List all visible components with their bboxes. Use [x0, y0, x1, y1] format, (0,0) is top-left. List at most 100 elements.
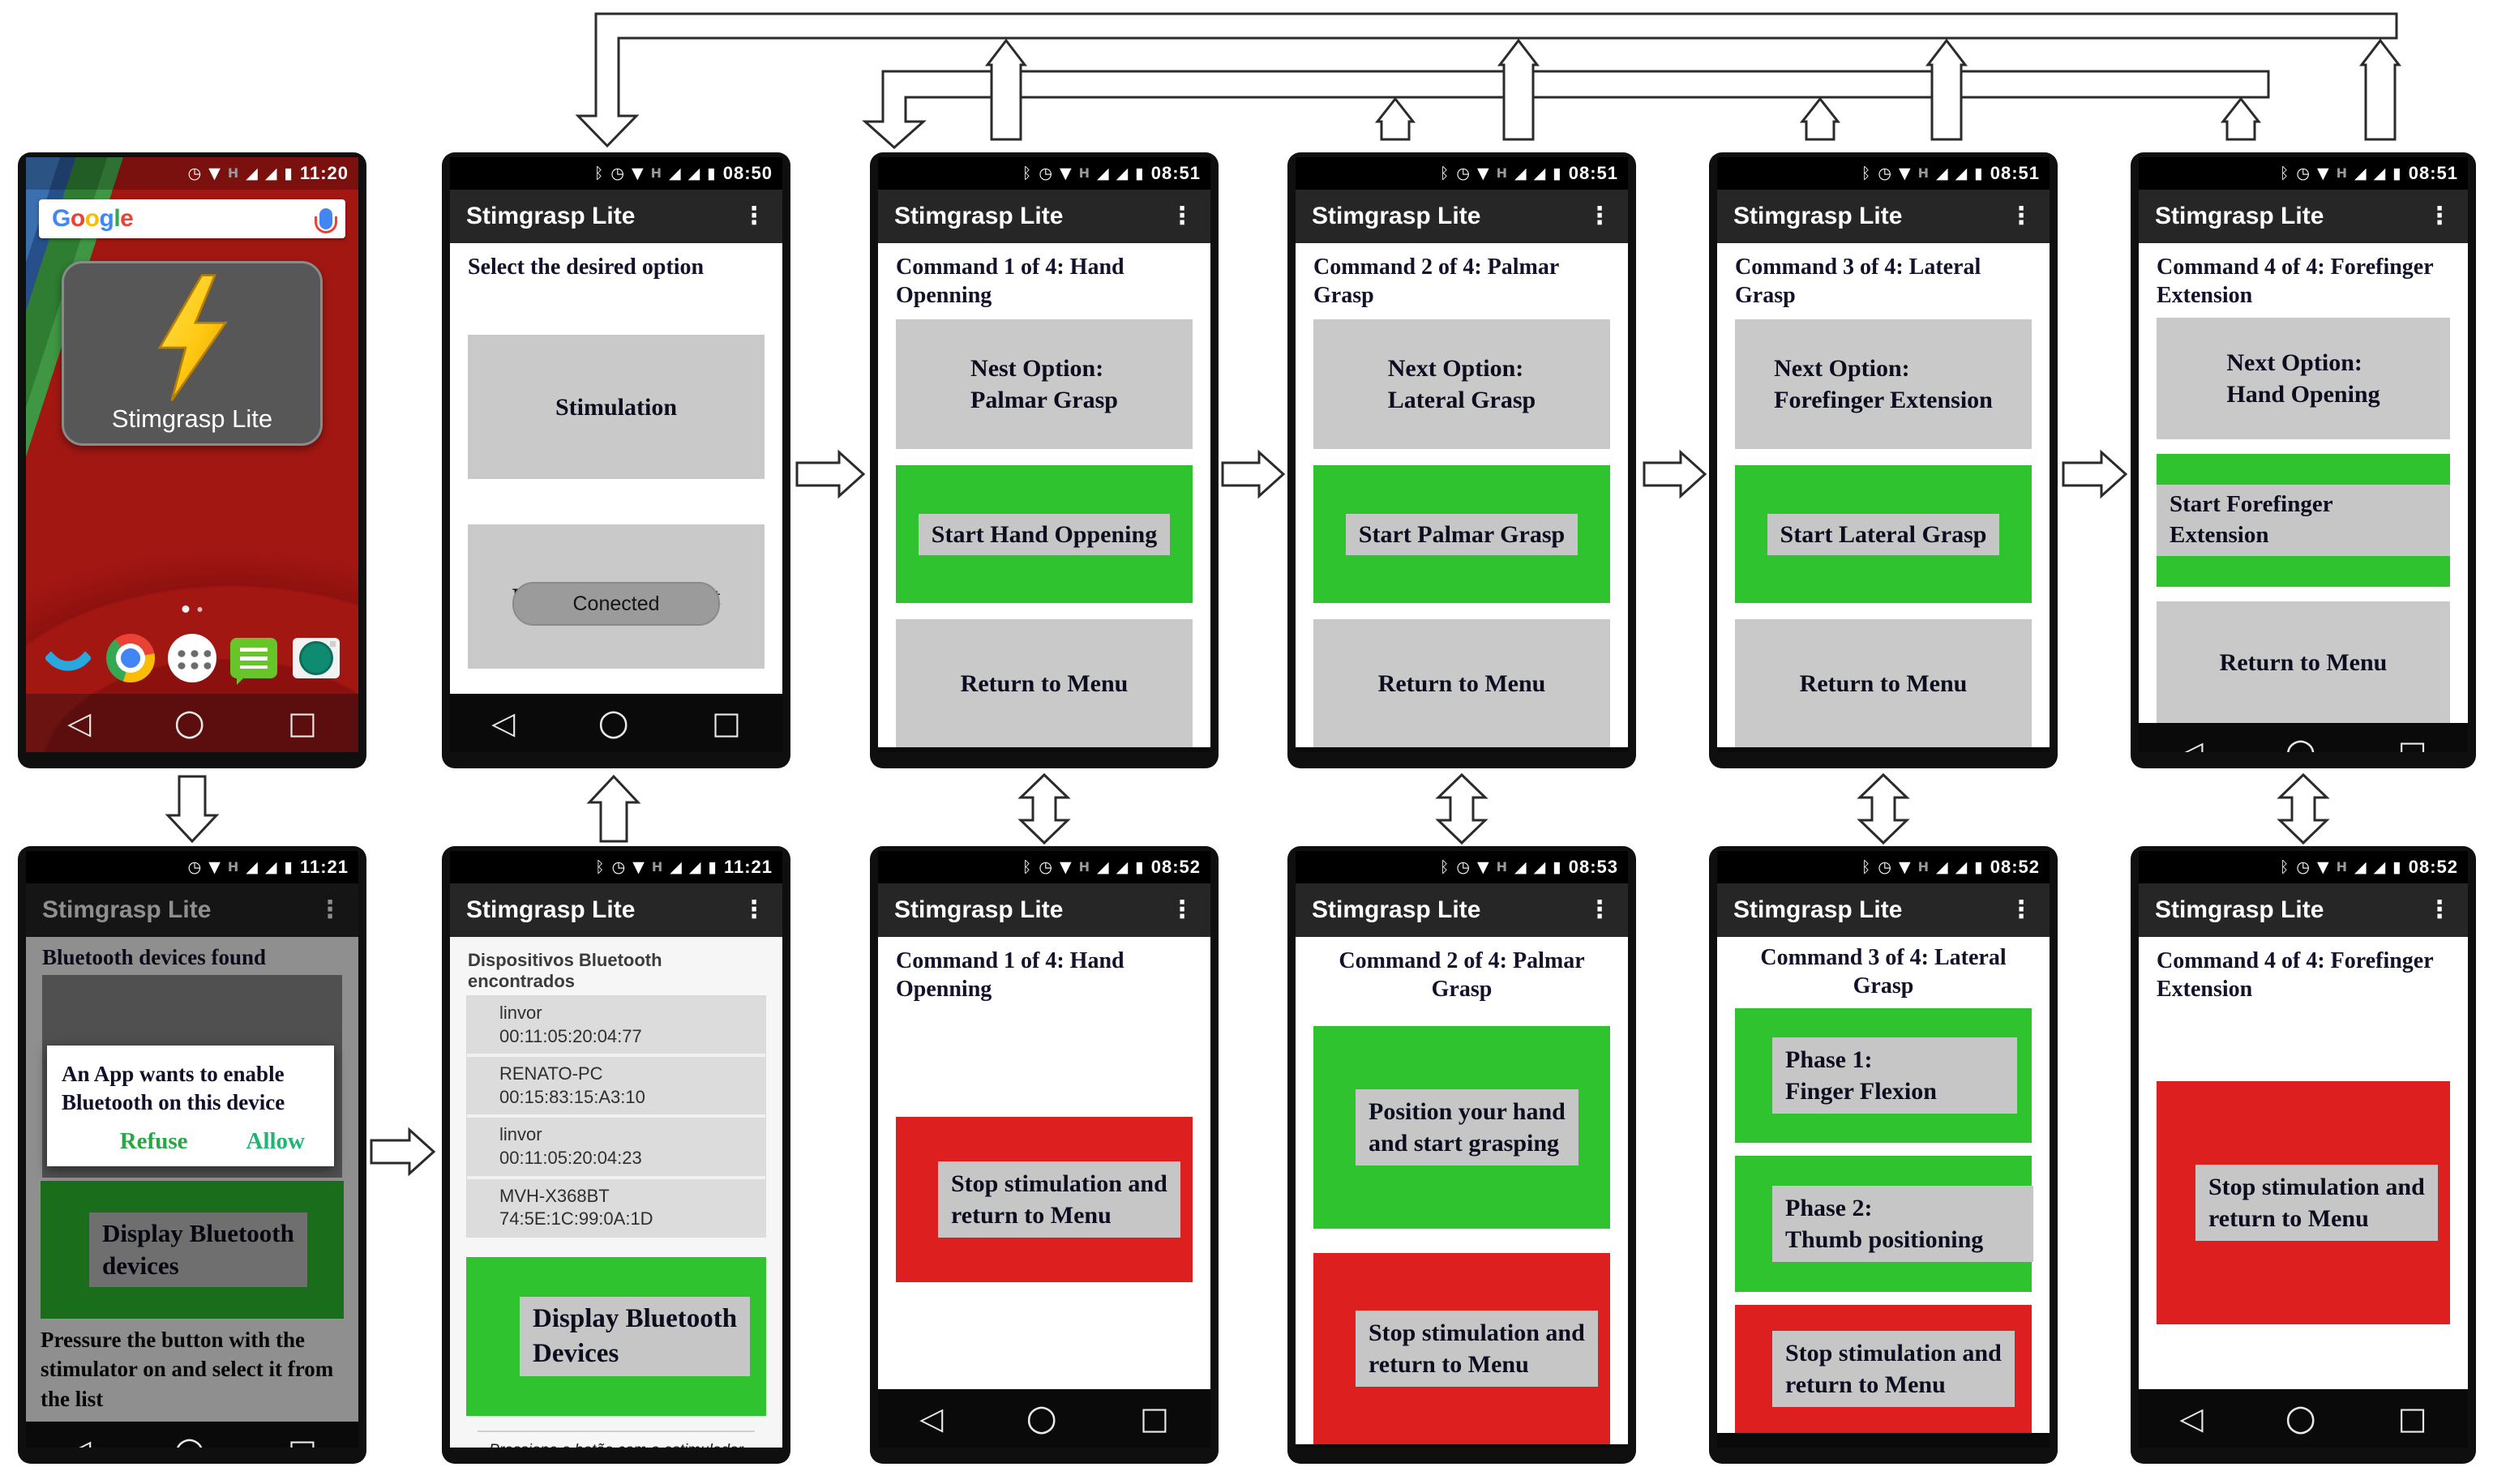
clock: 08:51 — [1990, 163, 2040, 183]
home-button[interactable]: ○ — [598, 702, 629, 743]
back-button[interactable]: ◁ — [67, 1435, 91, 1448]
app-title: Stimgrasp Lite — [2155, 896, 2324, 923]
camera-app-icon[interactable] — [290, 632, 342, 684]
device-list-item[interactable]: MVH-X368BT 74:5E:1C:99:0A:1D — [467, 1178, 765, 1237]
home-button[interactable]: ○ — [173, 702, 205, 743]
back-button[interactable]: ◁ — [1758, 1447, 1782, 1448]
home-button[interactable]: ○ — [173, 1433, 204, 1448]
start-button[interactable]: Start Hand Oppening — [896, 465, 1193, 603]
phone-app-icon[interactable] — [42, 632, 94, 684]
next-option-button[interactable]: Next Option:Hand Opening — [2157, 318, 2450, 439]
alarm-icon: ◷ — [1039, 164, 1052, 182]
app-title: Stimgrasp Lite — [894, 896, 1064, 923]
command-heading: Command 3 of 4: Lateral Grasp — [1760, 945, 2007, 999]
next-option-button[interactable]: Next Option:Forefinger Extension — [1735, 319, 2032, 449]
overflow-menu-icon[interactable]: ⋮ — [1587, 896, 1612, 923]
refuse-button[interactable]: Refuse — [119, 1128, 188, 1155]
device-list-item[interactable]: linvor 00:11:05:20:04:23 — [467, 1118, 765, 1179]
return-to-menu-button[interactable]: Return to Menu — [2157, 601, 2450, 723]
network-type-icon: H — [650, 165, 662, 181]
start-button[interactable]: Start Forefinger Extension — [2157, 454, 2450, 587]
recents-button[interactable]: □ — [1139, 1401, 1169, 1436]
overflow-menu-icon[interactable]: ⋮ — [318, 896, 342, 923]
next-option-button[interactable]: Next Option:Lateral Grasp — [1313, 319, 1610, 449]
chrome-app-icon[interactable] — [105, 632, 156, 684]
voice-search-icon[interactable] — [315, 208, 337, 233]
overflow-menu-icon[interactable]: ⋮ — [2427, 896, 2452, 923]
return-to-menu-button[interactable]: Return to Menu — [896, 619, 1193, 747]
recents-button[interactable]: □ — [1979, 1447, 2008, 1448]
app-title: Stimgrasp Lite — [466, 203, 636, 229]
phone-menu-screen: ᛒ ◷ ▼ H ◢ ◢ ▮ 08:50 Stimgrasp Lite ⋮ Sel… — [442, 152, 790, 768]
right-arrow-cmd2-cmd3 — [1643, 449, 1707, 499]
messages-app-icon[interactable] — [228, 632, 280, 685]
network-type-icon: H — [2336, 165, 2347, 181]
home-button[interactable]: ○ — [1026, 1397, 1057, 1439]
recents-button[interactable]: □ — [288, 1435, 317, 1448]
back-button[interactable]: ◁ — [2179, 734, 2204, 752]
recents-button[interactable]: □ — [2397, 1401, 2427, 1436]
allow-button[interactable]: Allow — [246, 1128, 306, 1155]
recents-button[interactable]: □ — [287, 705, 317, 741]
return-to-menu-button[interactable]: Return to Menu — [1735, 619, 2032, 747]
app-drawer-icon[interactable] — [166, 632, 218, 684]
next-option-button[interactable]: Nest Option:Palmar Grasp — [896, 319, 1193, 449]
signal-icon: ◢ — [688, 857, 701, 876]
battery-icon: ▮ — [707, 164, 716, 182]
phase1-button[interactable]: Phase 1:Finger Flexion — [1735, 1008, 2032, 1143]
command-heading: Command 2 of 4: Palmar Grasp — [1313, 254, 1559, 308]
phase2-button[interactable]: Phase 2:Thumb positioning — [1735, 1156, 2033, 1292]
home-button[interactable]: ○ — [2285, 731, 2316, 753]
start-button[interactable]: Start Palmar Grasp — [1313, 465, 1610, 603]
overflow-menu-icon[interactable]: ⋮ — [2427, 203, 2452, 229]
overflow-menu-icon[interactable]: ⋮ — [1170, 896, 1194, 923]
stimulation-button[interactable]: Stimulation — [468, 335, 765, 479]
nav-bar: ◁ ○ □ — [450, 694, 782, 752]
signal-icon: ◢ — [2373, 164, 2386, 182]
home-button[interactable]: ○ — [1865, 1444, 1895, 1448]
google-search-bar[interactable]: Google — [39, 199, 345, 238]
device-list-item[interactable]: RENATO-PC 00:15:83:15:A3:10 — [467, 1057, 765, 1118]
recents-button[interactable]: □ — [2397, 734, 2427, 752]
back-button[interactable]: ◁ — [491, 705, 516, 741]
run-content: Command 2 of 4: Palmar Grasp Position yo… — [1296, 937, 1628, 1444]
signal-icon: ◢ — [1955, 857, 1968, 876]
status-bar: ᛒ ◷ ▼ H ◢ ◢ ▮ 08:52 — [2139, 851, 2468, 883]
start-button[interactable]: Start Lateral Grasp — [1735, 465, 2032, 603]
clock: 08:51 — [1568, 163, 1618, 183]
instruction-text: Pressure the button with the stimulator … — [41, 1328, 334, 1411]
battery-icon: ▮ — [1974, 164, 1983, 182]
app-title: Stimgrasp Lite — [2155, 203, 2324, 229]
up-arrow-cmd1-menu — [984, 38, 1028, 141]
home-button[interactable]: ○ — [2285, 1397, 2316, 1439]
phone-bluetooth-list: ᛒ ◷ ▼ H ◢ ◢ ▮ 11:21 Stimgrasp Lite ⋮ Dis… — [442, 846, 790, 1464]
overflow-menu-icon[interactable]: ⋮ — [1587, 203, 1612, 229]
page-title: Select the desired option — [468, 254, 705, 280]
recents-button[interactable]: □ — [711, 705, 741, 741]
overflow-menu-icon[interactable]: ⋮ — [1170, 203, 1194, 229]
back-button[interactable]: ◁ — [2179, 1401, 2204, 1436]
battery-icon: ▮ — [284, 164, 293, 182]
overflow-menu-icon[interactable]: ⋮ — [742, 203, 766, 229]
clock: 08:51 — [2408, 163, 2458, 183]
app-bar: Stimgrasp Lite ⋮ — [878, 883, 1210, 937]
signal-icon: ◢ — [1936, 857, 1948, 876]
overflow-menu-icon[interactable]: ⋮ — [2009, 203, 2033, 229]
bluetooth-icon: ᛒ — [1861, 857, 1871, 876]
return-to-menu-button[interactable]: Return to Menu — [1313, 619, 1610, 747]
overflow-menu-icon[interactable]: ⋮ — [2009, 896, 2033, 923]
back-button[interactable]: ◁ — [919, 1401, 944, 1436]
clock: 11:21 — [723, 857, 773, 877]
device-list-item[interactable]: linvor 00:11:05:20:04:77 — [467, 996, 765, 1058]
stimgrasp-app-icon[interactable]: Stimgrasp Lite — [62, 261, 323, 446]
overflow-menu-icon[interactable]: ⋮ — [742, 896, 766, 923]
double-arrow-cmd3-run3 — [1857, 772, 1910, 845]
back-button[interactable]: ◁ — [67, 705, 92, 741]
